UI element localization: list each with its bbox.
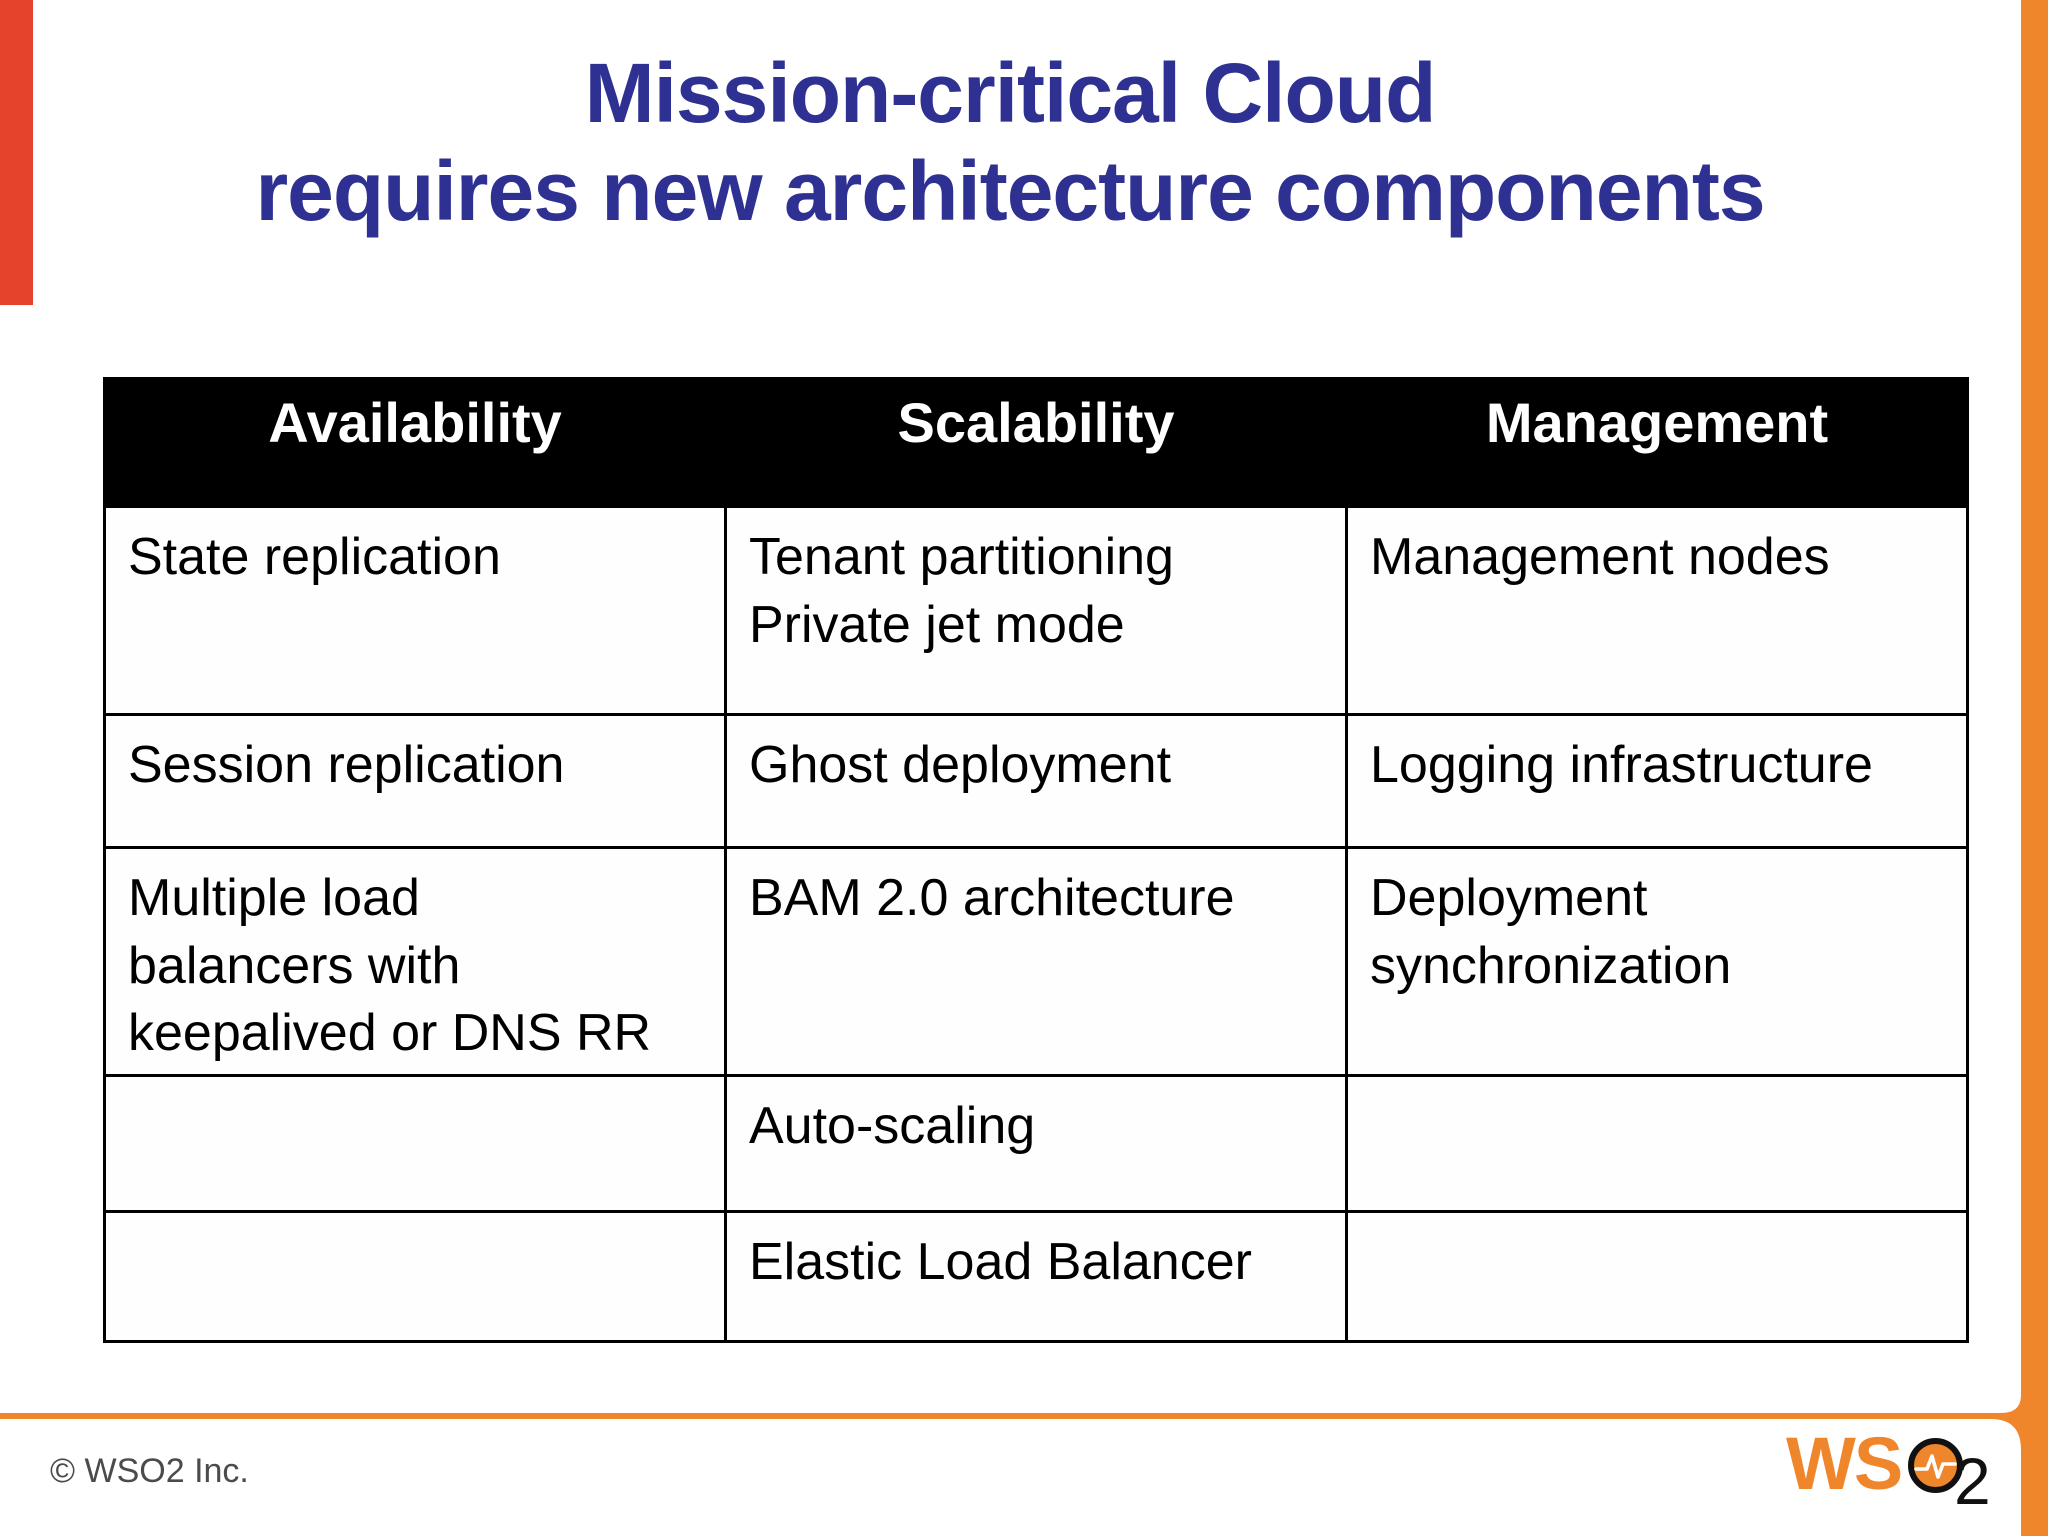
page-title-line-1: Mission-critical Cloud xyxy=(584,46,1437,140)
cell-scalability-4: Auto-scaling xyxy=(724,1074,1348,1213)
table-row: Elastic Load Balancer xyxy=(103,1210,1969,1343)
copyright-text: © WSO2 Inc. xyxy=(50,1452,249,1490)
cell-availability-1: State replication xyxy=(103,505,727,716)
column-header-scalability: Scalability xyxy=(724,377,1348,508)
footer-rule-corner-fillet xyxy=(1991,1395,2021,1450)
cell-management-4 xyxy=(1345,1074,1969,1213)
footer-rule xyxy=(0,1413,2031,1419)
cell-management-2: Logging infrastructure xyxy=(1345,713,1969,849)
cell-availability-3: Multiple load balancers with keepalived … xyxy=(103,846,727,1077)
logo-subscript-2: 2 xyxy=(1954,1444,1991,1518)
column-header-availability: Availability xyxy=(103,377,727,508)
table-header-row: Availability Scalability Management xyxy=(103,377,1969,508)
table-row: Auto-scaling xyxy=(103,1074,1969,1213)
logo-ws-text: WS xyxy=(1786,1422,1903,1505)
cell-management-5 xyxy=(1345,1210,1969,1343)
column-header-management: Management xyxy=(1345,377,1969,508)
cell-scalability-1: Tenant partitioning Private jet mode xyxy=(724,505,1348,716)
table-row: Session replication Ghost deployment Log… xyxy=(103,713,1969,849)
cell-availability-5 xyxy=(103,1210,727,1343)
cell-management-3: Deployment synchronization xyxy=(1345,846,1969,1077)
table-row: State replication Tenant partitioning Pr… xyxy=(103,505,1969,716)
cell-scalability-3: BAM 2.0 architecture xyxy=(724,846,1348,1077)
cell-scalability-5: Elastic Load Balancer xyxy=(724,1210,1348,1343)
cell-scalability-2: Ghost deployment xyxy=(724,713,1348,849)
cell-availability-4 xyxy=(103,1074,727,1213)
page-title: Mission-critical Cloud requires new arch… xyxy=(0,44,2020,241)
logo-o-circle xyxy=(1908,1438,1963,1493)
page-title-line-2: requires new architecture components xyxy=(255,144,1765,239)
architecture-components-table: Availability Scalability Management Stat… xyxy=(103,377,1969,1343)
orange-side-bar xyxy=(2021,0,2048,1536)
cell-availability-2: Session replication xyxy=(103,713,727,849)
red-accent-strip xyxy=(0,0,33,305)
heartbeat-pulse-icon xyxy=(1914,1454,1957,1479)
table-row: Multiple load balancers with keepalived … xyxy=(103,846,1969,1077)
cell-management-1: Management nodes xyxy=(1345,505,1969,716)
